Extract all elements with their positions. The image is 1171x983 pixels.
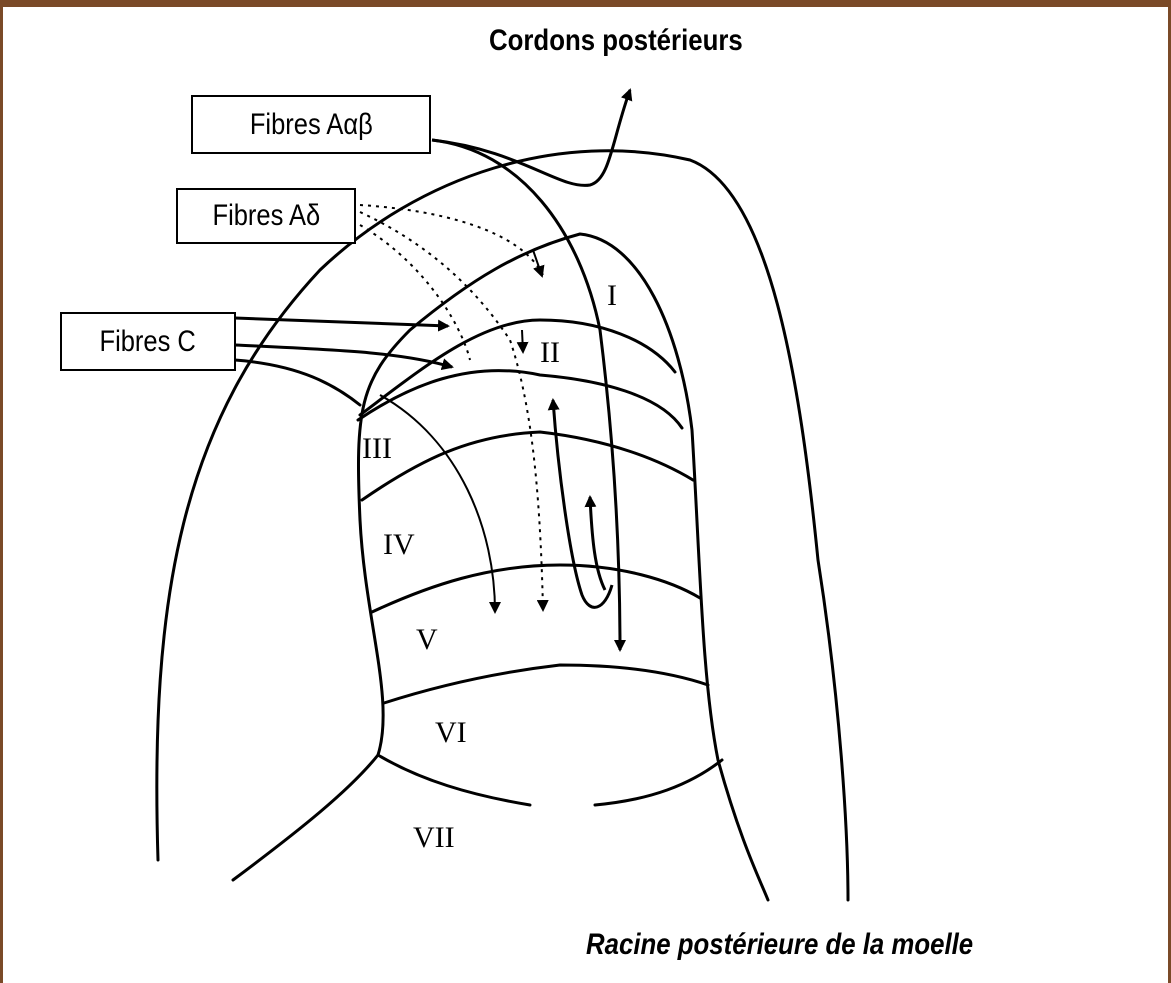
- lamina-boundary-4: [372, 565, 700, 612]
- fibres-a-delta-label: Fibres Aδ: [212, 199, 320, 233]
- lamina-ii-label: II: [540, 338, 560, 368]
- a-beta-loop-arrow: [553, 400, 612, 607]
- dorsal-column-arrow: [432, 90, 630, 185]
- lamina-boundary-5: [384, 665, 708, 703]
- lamina-boundary-6: [378, 755, 722, 805]
- fibres-a-delta-box: Fibres Aδ: [176, 188, 356, 244]
- lamina-i-label: I: [607, 281, 617, 311]
- c-fibre-arrow-1: [235, 318, 448, 326]
- lamina-v-label: V: [416, 625, 438, 655]
- c-fibre-descending-arrow: [380, 395, 495, 612]
- fibres-a-alpha-beta-label: Fibres Aαβ: [250, 108, 373, 142]
- outer-outline: [157, 151, 848, 900]
- a-delta-arrow-lamina-i: [533, 250, 542, 276]
- fibres-c-label: Fibres C: [100, 325, 196, 359]
- lamina-vi-label: VI: [435, 718, 467, 748]
- a-beta-descending-arrow: [432, 140, 620, 650]
- lamina-vii-label: VII: [413, 823, 455, 853]
- a-beta-loop-inner-arrow: [590, 497, 605, 590]
- page-title: Cordons postérieurs: [489, 24, 743, 58]
- a-delta-dotted-path-3: [360, 225, 470, 360]
- footer-caption: Racine postérieure de la moelle: [586, 928, 973, 962]
- lamina-iv-label: IV: [383, 530, 415, 560]
- c-fibre-connector: [235, 360, 360, 405]
- fibres-c-box: Fibres C: [60, 312, 236, 371]
- fibres-a-alpha-beta-box: Fibres Aαβ: [191, 95, 431, 154]
- lamina-boundary-3: [362, 432, 693, 500]
- lamina-iii-label: III: [362, 434, 392, 464]
- a-delta-arrow-lamina-ii: [522, 330, 523, 352]
